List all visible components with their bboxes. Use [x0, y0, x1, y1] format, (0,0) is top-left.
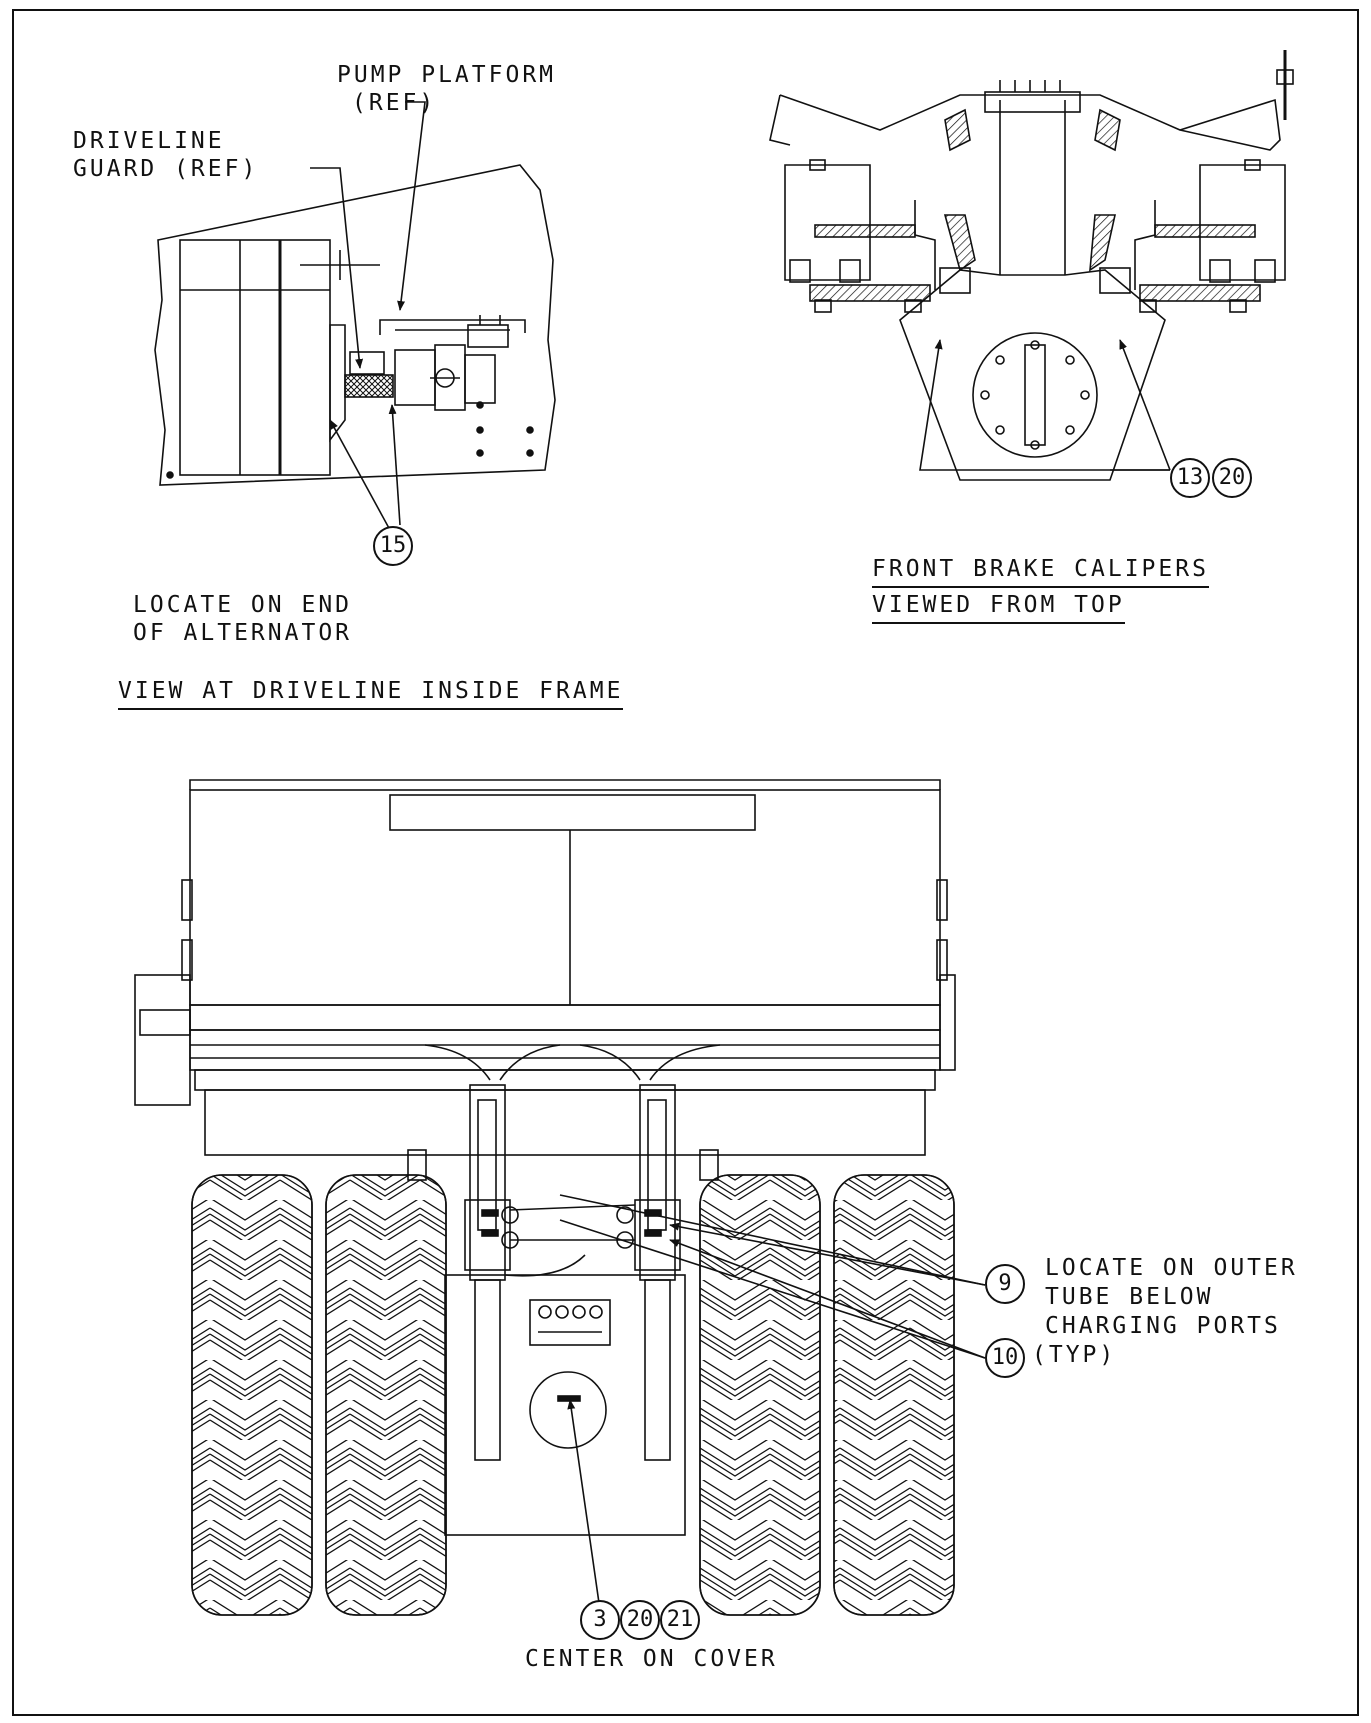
driveline-view-title: VIEW AT DRIVELINE INSIDE FRAME [118, 678, 624, 710]
rear-view [134, 779, 986, 1616]
callout-20-cover: 20 [620, 1600, 660, 1640]
pump-platform-label-line1: PUMP PLATFORM [337, 62, 557, 88]
callout-10: 10 [985, 1338, 1025, 1378]
callout-21: 21 [660, 1600, 700, 1640]
callout-3: 3 [580, 1600, 620, 1640]
brakes-view-title-line1: FRONT BRAKE CALIPERS [872, 556, 1209, 588]
outer-tube-note-line2: TUBE BELOW [1045, 1284, 1214, 1310]
locate-alternator-note-line1: LOCATE ON END [133, 592, 353, 618]
brakes-view [769, 50, 1294, 481]
driveline-guard-label-line1: DRIVELINE [73, 128, 225, 154]
locate-alternator-note-line2: OF ALTERNATOR [133, 620, 353, 646]
callout-20-brakes: 20 [1212, 458, 1252, 498]
outer-tube-note-line4: (TYP) [1032, 1342, 1117, 1368]
callout-9: 9 [985, 1264, 1025, 1304]
sheet-border [12, 9, 1359, 1716]
callout-13: 13 [1170, 458, 1210, 498]
outer-tube-note-line3: CHARGING PORTS [1045, 1313, 1281, 1339]
center-on-cover-note: CENTER ON COVER [525, 1646, 778, 1672]
pump-platform-label-line2: (REF) [352, 90, 437, 116]
driveline-view [154, 101, 556, 531]
brakes-view-title-line2: VIEWED FROM TOP [872, 592, 1125, 624]
callout-15: 15 [373, 526, 413, 566]
driveline-guard-label-line2: GUARD (REF) [73, 156, 259, 182]
outer-tube-note-line1: LOCATE ON OUTER [1045, 1255, 1298, 1281]
